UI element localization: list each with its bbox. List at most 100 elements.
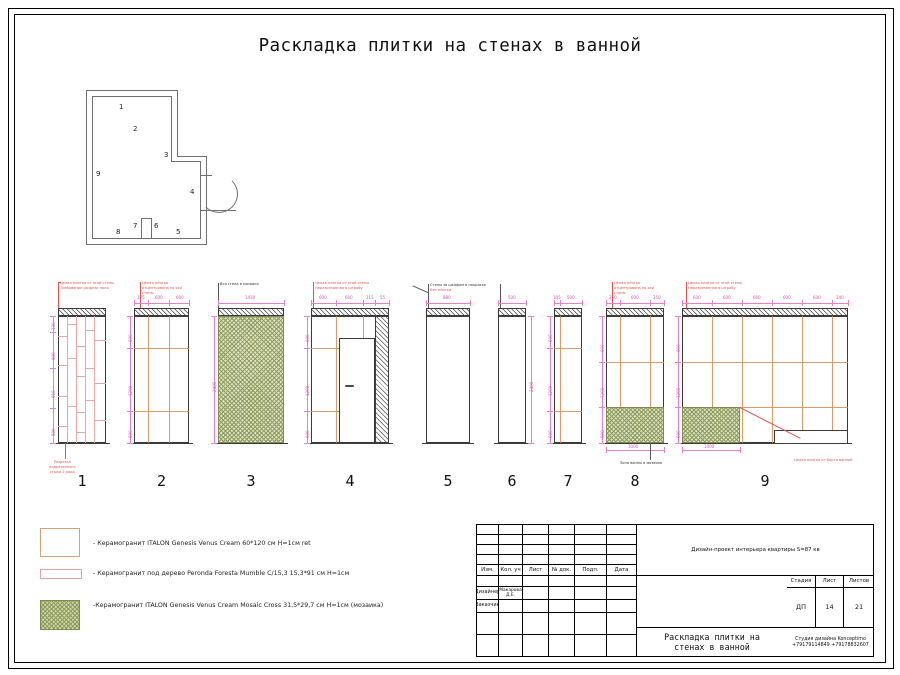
tb-drawing-name-upper	[637, 576, 787, 628]
elevation-9-number: 9	[760, 472, 770, 490]
elevation-2-dim-value: 600	[128, 334, 133, 342]
elevation-9-bathtub	[774, 430, 848, 443]
dim-tick	[169, 300, 170, 306]
dim-tick	[582, 300, 583, 306]
elevation-7-dim-chain	[550, 316, 551, 443]
elevation-3-top-chain	[218, 303, 284, 304]
tb-cell	[549, 525, 575, 535]
tb-header-kol-uch: Кол. уч	[499, 565, 523, 576]
elevation-8-note-bottom: Зона ванны в мозаике	[620, 461, 663, 465]
plan-wall-outer-bottom	[86, 244, 207, 245]
dim-tick	[848, 300, 849, 306]
sheet-border-outer	[8, 8, 894, 669]
dim-tick	[50, 368, 56, 369]
tile-joint-vertical	[742, 316, 743, 443]
elevation-4-top-dim: 600	[345, 295, 353, 300]
title-block: Изм. Кол. уч Лист № док. Подп. Дата Диза…	[476, 524, 874, 657]
tb-cell	[523, 576, 549, 587]
elevation-9-top-dim: 600	[693, 295, 701, 300]
elevation-1-leader-h	[58, 282, 61, 283]
legend-text: - Керамогранит ITALON Genesis Venus Crea…	[93, 540, 311, 547]
tb-cell	[523, 613, 549, 635]
dim-tick	[554, 300, 555, 306]
legend-text: -Керамогранит ITALON Genesis Venus Cream…	[93, 602, 384, 609]
dim-tick	[148, 300, 149, 306]
elevation-8-number: 8	[630, 472, 640, 490]
dim-tick	[284, 300, 285, 306]
elevation-9-bathtub-rim	[774, 430, 780, 436]
elevation-7-top-dim: 500	[567, 295, 575, 300]
elevation-8-top-dim: 600	[631, 295, 639, 300]
elevation-4-top-chain	[311, 303, 389, 304]
dim-tick	[606, 447, 607, 453]
tb-header-podp: Подп.	[575, 565, 607, 576]
elevation-5-ceiling-band	[426, 308, 470, 316]
elevation-7-wall	[554, 316, 582, 443]
elevation-3-leader	[218, 283, 219, 308]
plan-wall-label-3: 3	[164, 151, 169, 159]
plan-wall-label-7: 7	[133, 222, 138, 230]
tb-cell	[499, 535, 523, 545]
dim-tick	[712, 300, 713, 306]
elevation-2-dim-value: 600	[128, 430, 133, 438]
tb-cell	[549, 535, 575, 545]
legend-row: - Керамогранит ITALON Genesis Venus Crea…	[40, 528, 460, 558]
legend-row: - Керамогранит под дерево Peronda Forest…	[40, 569, 460, 589]
dim-tick	[599, 362, 605, 363]
dim-tick	[547, 443, 553, 444]
plank-end	[76, 432, 85, 433]
dim-tick	[802, 300, 803, 306]
dim-tick	[389, 300, 390, 306]
elevation-7-number: 7	[563, 472, 573, 490]
plan-pier-left	[141, 218, 142, 239]
elevation-9-top-dim: 240	[836, 295, 844, 300]
dim-tick	[304, 316, 310, 317]
elevation-9-ceiling-band	[682, 308, 848, 316]
elevation-1-floor-line	[54, 443, 110, 444]
tb-cell	[607, 576, 637, 587]
plan-pier-top	[141, 218, 152, 219]
elevation-9-dim-value: 1200	[676, 387, 681, 398]
tb-cell	[575, 555, 607, 565]
dim-tick	[470, 300, 471, 306]
plank-end	[85, 368, 94, 369]
dim-tick	[599, 407, 605, 408]
dim-tick	[211, 316, 217, 317]
elevation-9-top-dim: 600	[753, 295, 761, 300]
elevation-8-dim-value: 600	[600, 430, 605, 438]
elevation-9-top-dim: 600	[813, 295, 821, 300]
tile-joint-vertical	[148, 316, 149, 443]
legend-row: -Керамогранит ITALON Genesis Venus Cream…	[40, 600, 460, 630]
tb-cell	[549, 635, 575, 657]
plan-wall-label-1: 1	[119, 103, 124, 111]
dim-tick	[311, 300, 312, 306]
elevation-1-dim-value: 500	[51, 428, 56, 436]
tb-header-doc-num: № док.	[549, 565, 575, 576]
plank-end	[58, 426, 67, 427]
plank-joint	[67, 316, 68, 443]
dim-tick	[682, 447, 683, 453]
elevation-9-bottom-dim: 1000	[704, 444, 715, 449]
dim-tick	[664, 300, 665, 306]
dim-tick	[742, 300, 743, 306]
elevation-5-wall	[426, 316, 470, 443]
elevation-4-shaft-hatch	[375, 316, 389, 443]
elevation-1-dim-value: 130	[51, 322, 56, 330]
tile-joint-vertical	[169, 316, 170, 443]
elevation-8-top-chain	[606, 303, 664, 304]
elevation-4-door	[339, 338, 375, 443]
tb-cell	[549, 587, 575, 600]
dim-tick	[606, 300, 607, 306]
tile-joint-horizontal	[740, 407, 848, 408]
elevation-5-number: 5	[443, 472, 453, 490]
elevation-5-leader	[428, 284, 429, 308]
tb-cell	[477, 525, 499, 535]
tb-value-sheets: 21	[844, 588, 874, 628]
elevation-1-dim-chain	[53, 316, 54, 443]
plank-end	[58, 336, 67, 337]
floor-plan: 1 2 3 4 5 6 7 8 9	[86, 90, 238, 245]
